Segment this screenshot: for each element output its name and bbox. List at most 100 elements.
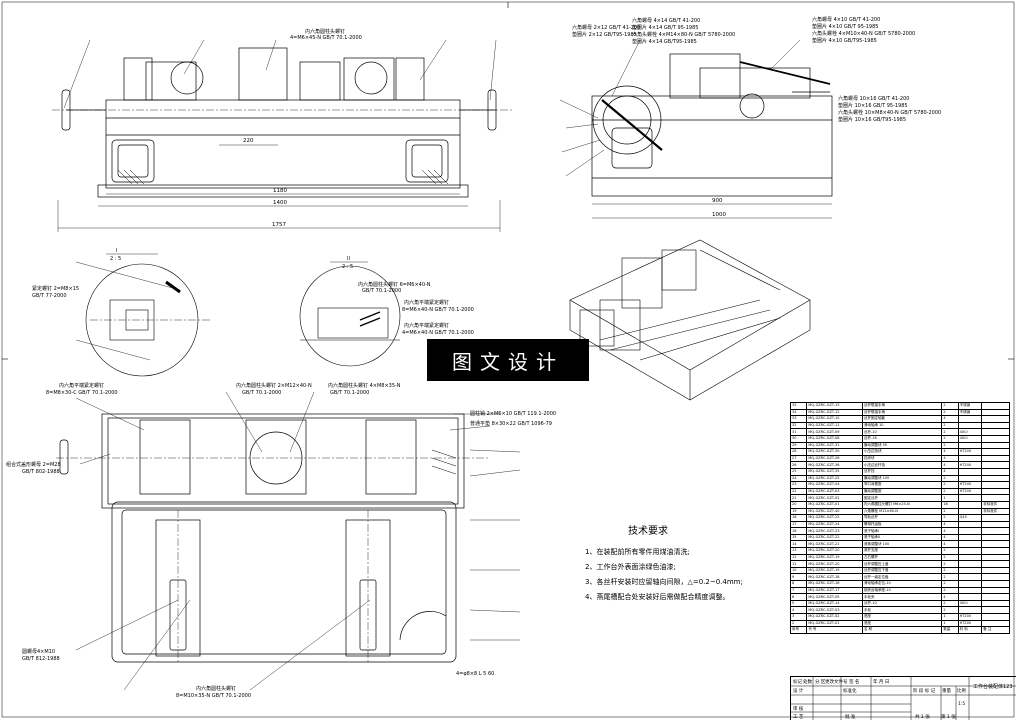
bom-cell	[981, 520, 1010, 529]
tb-standard: 标准化	[843, 689, 857, 694]
bom-cell: 丝杆调整压下盖	[861, 566, 943, 575]
bom-cell: 滑动轴承 10	[861, 421, 943, 430]
bom-cell: 21	[789, 494, 808, 502]
bom-cell	[957, 533, 983, 542]
tb-stage: 阶 段 标 记	[913, 689, 936, 694]
tech-item: 3、各丝杆安装时应留轴向间隙，△=0.2~0.4mm;	[585, 578, 743, 586]
bom-cell	[957, 441, 983, 450]
callout-right-bolt: 六角头螺栓 10×M8×40-N GB/T 5780-2000	[838, 110, 942, 116]
bom-cell: 2	[941, 507, 959, 516]
tb-scale-value: 1:5	[958, 702, 966, 707]
bom-cell: 23	[789, 481, 808, 489]
bom-cell	[981, 514, 1010, 522]
callout-detail-b-flat2: 内六角平端紧定螺钉	[404, 323, 450, 329]
detail-i	[75, 253, 210, 377]
bom-cell	[981, 540, 1010, 549]
callout-plan-round-nut: 圆螺母4×M10	[22, 649, 56, 655]
bom-cell: 2	[941, 586, 959, 595]
bom-cell	[981, 441, 1010, 450]
bom-cell: 滚杆支座	[861, 547, 943, 555]
bom-cell	[981, 533, 1010, 542]
bom-cell: 4	[941, 540, 959, 549]
bom-header-code: 代 号	[806, 626, 863, 634]
bom-cell: 2	[941, 573, 959, 582]
bom-cell: MQ-GZRC-GZT-36	[806, 461, 863, 469]
bom-cell	[981, 606, 1010, 614]
tb-date: 年 月 日	[873, 680, 890, 685]
bom-cell: 29	[789, 441, 808, 450]
bom-cell: MQ-GZRC-GZT-03	[806, 487, 863, 496]
bom-cell	[981, 434, 1010, 443]
callout-plan-combo: 组合式盖形螺母 2=M28	[6, 462, 61, 468]
front-view	[52, 39, 514, 232]
bom-cell: 滚子轴承I	[861, 527, 943, 535]
bom-cell: 26	[789, 461, 808, 469]
callout-plan-screw2-spec: GB/T 70.1-2000	[330, 390, 370, 396]
bom-cell: 5	[789, 599, 808, 608]
bom-cell	[957, 527, 983, 535]
bom-cell	[957, 580, 983, 588]
callout-plan-screw2: 内六角圆柱头螺钉 4×M8×35-N	[328, 383, 401, 389]
bom-cell: 30	[789, 434, 808, 443]
bom-cell: 15	[789, 533, 808, 542]
bom-cell: MQ-GZRC-GZT-22	[806, 514, 863, 522]
bom-cell	[957, 421, 983, 430]
bom-header-name: 名 称	[861, 626, 943, 634]
callout-detail-b-flat2-spec: 4=M6×40-N GB/T 70.1-2000	[402, 330, 474, 336]
watermark-banner: 图文设计	[427, 339, 589, 381]
bom-cell: 丝杆-10	[861, 428, 943, 436]
bom-cell	[957, 520, 983, 529]
bom-cell: 17	[789, 520, 808, 529]
bom-cell	[981, 566, 1010, 575]
bom-cell: 导轨丝杆	[861, 514, 943, 522]
callout-detail-b-spec: GB/T 70.1-2000	[362, 288, 402, 294]
bom-cell: MQ-GZRC-GZT-40	[806, 507, 863, 516]
bom-cell	[981, 454, 1010, 463]
scale-label: 4=φ8×8 L 5 60	[456, 671, 495, 677]
bom-cell: 2	[941, 421, 959, 430]
bom-cell: MQ-GZRC-GZT-14	[806, 599, 863, 608]
callout-right-washer2: 垫圈片 10×16 GB/T95-1985	[838, 117, 907, 123]
tb-scale: 比例	[957, 689, 966, 694]
bom-cell: 1	[941, 494, 959, 502]
callout-side-nut1b: 六角螺母 4×14 GB/T 41-200	[632, 18, 701, 24]
bom-cell: 底座	[861, 613, 943, 621]
callout-side-nut1: 六角螺母 2×12 GB/T 41-200	[572, 25, 641, 31]
bom-cell: 4	[941, 461, 959, 469]
bom-cell	[981, 408, 1010, 417]
bom-cell: MQ-GZRC-GZT-05	[806, 593, 863, 601]
bom-cell: 13	[789, 547, 808, 555]
tb-craft: 工 艺	[793, 715, 804, 720]
tb-zone: 分 区	[815, 680, 826, 685]
bom-cell: MQ-GZRC-GZT-02	[806, 613, 863, 621]
bom-cell	[981, 527, 1010, 535]
bom-cell: 窄口深基座	[861, 481, 943, 489]
dim-900: 900	[712, 198, 723, 204]
callout-plan-set-screw: 内六角平端紧定螺钉	[59, 383, 105, 389]
bom-cell: 丝杆一级定位盘	[861, 573, 943, 582]
bom-cell: 2	[941, 481, 959, 489]
bom-cell: 3	[789, 613, 808, 621]
bom-cell: 非标准件	[981, 500, 1010, 509]
bom-cell	[957, 560, 983, 568]
callout-plan-combo-spec: GB/T 802-1988	[22, 469, 60, 475]
bom-cell: MQ-GZRC-GZT-21	[806, 540, 863, 549]
bom-cell: 32	[789, 421, 808, 430]
bom-cell: 11	[789, 560, 808, 568]
bom-cell: 12	[789, 553, 808, 562]
bom-cell	[957, 547, 983, 555]
callout-detail-b-screw: 内六角圆柱头螺钉 6=M6×40-N	[358, 282, 431, 288]
bom-cell: 丝杆挡	[861, 467, 943, 476]
callout-side-bolt2: 六角头螺栓 4×M10×40-N GB/T 5780-2000	[812, 31, 916, 37]
callout-detail-b-flat: 内六角平端紧定螺钉	[404, 300, 450, 306]
bom-cell: MQ-GZRC-GZT-13	[806, 402, 863, 410]
dim-1400: 1400	[273, 200, 287, 206]
